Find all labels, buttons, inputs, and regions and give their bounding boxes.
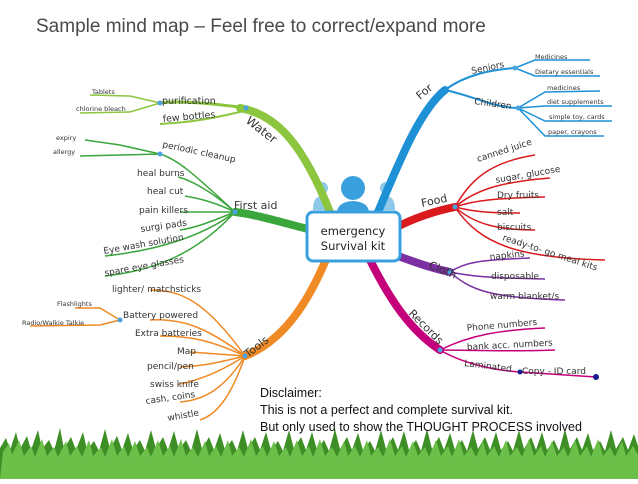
records-bank: bank acc. numbers — [467, 338, 554, 353]
tools-pencil: pencil/pen — [147, 362, 194, 372]
first-aid-expiry: expiry — [56, 134, 76, 142]
water-chlorine: chlorine bleach — [76, 105, 126, 113]
for-toys: simple toy, cards — [549, 113, 605, 121]
for-dietary: Dietary essentials — [535, 68, 594, 76]
first-aid-pain-killers: pain killers — [139, 206, 188, 216]
tools-radio: Radio/Walkie Talkie — [22, 319, 84, 327]
center-label-line2: Survival kit — [321, 239, 386, 253]
cloth-label: Cloth — [427, 259, 459, 282]
food-dry-fruits: Dry fruits — [497, 191, 539, 201]
cloth-napkins: napkins — [489, 249, 525, 263]
page-title: Sample mind map – Feel free to correct/e… — [36, 16, 486, 37]
for-seniors: Seniors — [471, 60, 506, 77]
food-biscuits: biscuits — [497, 223, 532, 233]
for-medicines: Medicines — [535, 53, 568, 61]
first-aid-periodic-cleanup: periodic cleanup — [161, 140, 236, 165]
tools-whistle: whistle — [167, 409, 201, 424]
tools-battery: Battery powered — [123, 311, 198, 321]
tools-extra-batteries: Extra batteries — [135, 329, 202, 339]
for-paper: paper, crayons — [548, 128, 597, 136]
food-label: Food — [420, 192, 449, 210]
tools-flashlights: Flashlights — [57, 300, 92, 308]
water-few-bottles: few bottles — [162, 109, 216, 125]
tools-cash: cash, coins — [145, 390, 196, 407]
first-aid-allergy: allergy — [53, 148, 75, 156]
tools-map: Map — [177, 347, 196, 357]
tools-swiss-knife: swiss knife — [150, 380, 199, 390]
disclaimer-heading: Disclaimer: — [260, 386, 322, 400]
first-aid-label: First aid — [234, 199, 277, 212]
food-sugar: sugar, glucose — [495, 165, 562, 186]
water-purification: purification — [162, 96, 216, 107]
tools-lighter: lighter/ matchsticks — [112, 285, 201, 295]
center-label-line1: emergency — [321, 224, 386, 238]
for-children: Children — [474, 97, 512, 112]
for-diet-supplements: diet supplements — [547, 98, 604, 106]
first-aid-heal-burns: heal burns — [137, 169, 185, 179]
first-aid-heal-cut: heal cut — [147, 187, 184, 197]
disclaimer: Disclaimer: This is not a perfect and co… — [260, 385, 582, 436]
water-tablets: Tablets — [91, 88, 115, 96]
cloth-blanket: warm blanket/s — [490, 292, 559, 302]
center-node: emergency Survival kit — [305, 210, 402, 263]
for-medicines2: medicines — [547, 84, 581, 92]
branch-for — [374, 59, 612, 216]
branch-tools — [29, 246, 334, 421]
branch-food — [391, 154, 606, 261]
records-laminated: Laminated — [464, 359, 513, 375]
disclaimer-line2: But only used to show the THOUGHT PROCES… — [260, 420, 582, 434]
branch-first-aid — [79, 139, 324, 277]
food-salt: salt — [497, 208, 514, 218]
food-canned: canned juice — [476, 138, 534, 165]
disclaimer-line1: This is not a perfect and complete survi… — [260, 403, 513, 417]
records-copy-id: Copy - ID card — [522, 367, 586, 377]
grass-footer — [0, 428, 638, 479]
first-aid-spare-eye: spare eye glasses — [104, 255, 185, 279]
branch-records — [366, 256, 599, 380]
cloth-disposable: disposable — [491, 272, 540, 282]
branch-water — [79, 94, 334, 216]
first-aid-eye-wash: Eye wash solution — [103, 233, 185, 257]
